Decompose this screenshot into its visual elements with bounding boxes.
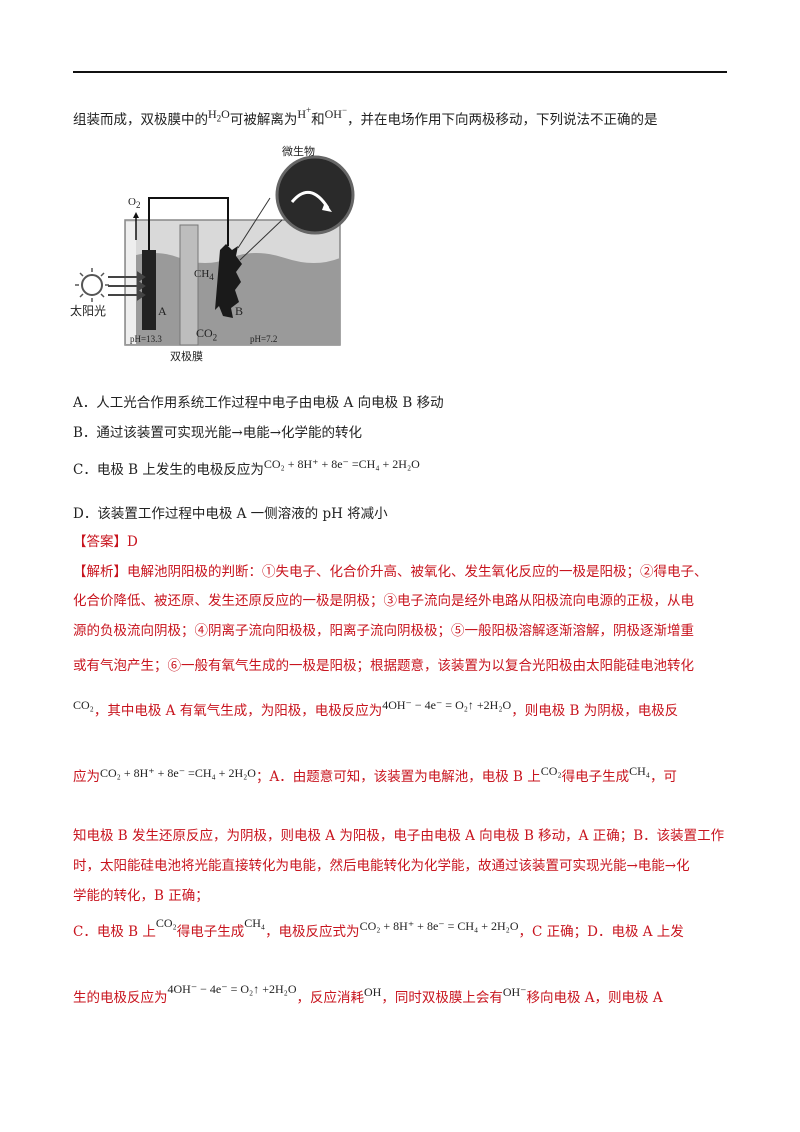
label-microbe: 微生物 (282, 145, 315, 158)
analysis-line-1: 【解析】电解池阴阳极的判断：①失电子、化合价升高、被氧化、发生氧化反应的一极是阳… (73, 564, 708, 580)
analysis-line-6: 应为CO₂ + 8H⁺ + 8e⁻ =CH₄ + 2H₂O；A．由题意可知，该装… (73, 764, 677, 785)
analysis-line-8: 时，太阳能硅电池将光能直接转化为电能，然后电能转化为化学能，故通过该装置可实现光… (73, 858, 690, 874)
header-rule (73, 71, 727, 73)
analysis-line-10: C．电极 B 上CO₂得电子生成CH₄，电极反应式为CO₂ + 8H⁺ + 8e… (73, 916, 684, 940)
label-ph-right: pH=7.2 (250, 334, 278, 344)
zoom-line-2 (239, 219, 283, 261)
label-electrode-a: A (158, 304, 167, 318)
intro-text-2: 可被解离为 (229, 112, 298, 128)
analysis-line-4: 或有气泡产生；⑥一般有氧气生成的一极是阳极；根据题意，该装置为以复合光阳极由太阳… (73, 658, 694, 674)
analysis-line-2: 化合价降低、被还原、发生还原反应的一极是阴极；③电子流向是经外电路从阳极流向电源… (73, 593, 694, 609)
intro-text-3: 和 (311, 112, 325, 128)
sun-rays (75, 268, 109, 302)
zoom-line-1 (237, 197, 271, 249)
microbe-arrowhead (322, 202, 332, 212)
o2-arrowhead (133, 212, 139, 218)
formula-oh-minus: OH− (324, 105, 348, 121)
analysis-line-5: CO₂，其中电极 A 有氧气生成，为阳极，电极反应为4OH⁻ − 4e⁻ = O… (73, 698, 679, 719)
option-c: C．电极 B 上发生的电极反应为CO₂ + 8H⁺ + 8e⁻ =CH₄ + 2… (73, 457, 420, 478)
tank-wall-left (126, 222, 136, 344)
light-arrows (108, 271, 146, 301)
label-sun: 太阳光 (70, 304, 107, 318)
analysis-line-11: 生的电极反应为4OH⁻ − 4e⁻ = O₂↑ +2H₂O，反应消耗OH，同时双… (73, 982, 663, 1006)
label-membrane: 双极膜 (170, 350, 203, 363)
external-wire (148, 197, 229, 250)
analysis-line-3: 源的负极流向阴极；④阴离子流向阳极极，阳离子流向阴极极；⑤一般阳极溶解逐渐溶解，… (73, 623, 694, 639)
formula-h-plus: H+ (297, 105, 312, 121)
option-a: A．人工光合作用系统工作过程中电子由电极 A 向电极 B 移动 (73, 395, 444, 411)
label-ch4: CH4 (194, 268, 214, 283)
electrolysis-diagram: 微生物 O2 太阳光 CH4 A B CO2 pH=13.3 pH=7.2 双极… (70, 140, 370, 365)
label-electrode-b: B (235, 304, 244, 318)
option-c-equation: CO₂ + 8H⁺ + 8e⁻ =CH₄ + 2H₂O (263, 457, 420, 471)
answer: 【答案】D (73, 534, 138, 550)
question-intro: 组装而成，双极膜中的H2O可被解离为H+和OH−，并在电场作用下向两极移动，下列… (73, 105, 658, 134)
electrode-b (215, 244, 242, 318)
analysis-line-7: 知电极 B 发生还原反应，为阴极，则电极 A 为阳极，电子由电极 A 向电极 B… (73, 828, 725, 844)
option-b: B．通过该装置可实现光能→电能→化学能的转化 (73, 425, 363, 441)
label-ph-left: pH=13.3 (130, 334, 162, 344)
electrode-a (142, 250, 156, 330)
option-d: D．该装置工作过程中电极 A 一侧溶液的 pH 将减小 (73, 506, 388, 522)
label-o2: O2 (128, 196, 141, 211)
bipolar-membrane (179, 224, 199, 346)
sun-icon (81, 274, 103, 296)
analysis-line-9: 学能的转化，B 正确； (73, 888, 209, 904)
diagram-svg (75, 155, 355, 346)
intro-text-1: 组装而成，双极膜中的 (73, 112, 208, 128)
formula-h2o: H2O (208, 107, 230, 124)
intro-text-4: ，并在电场作用下向两极移动，下列说法不正确的是 (347, 112, 658, 128)
label-co2: CO2 (196, 326, 218, 343)
